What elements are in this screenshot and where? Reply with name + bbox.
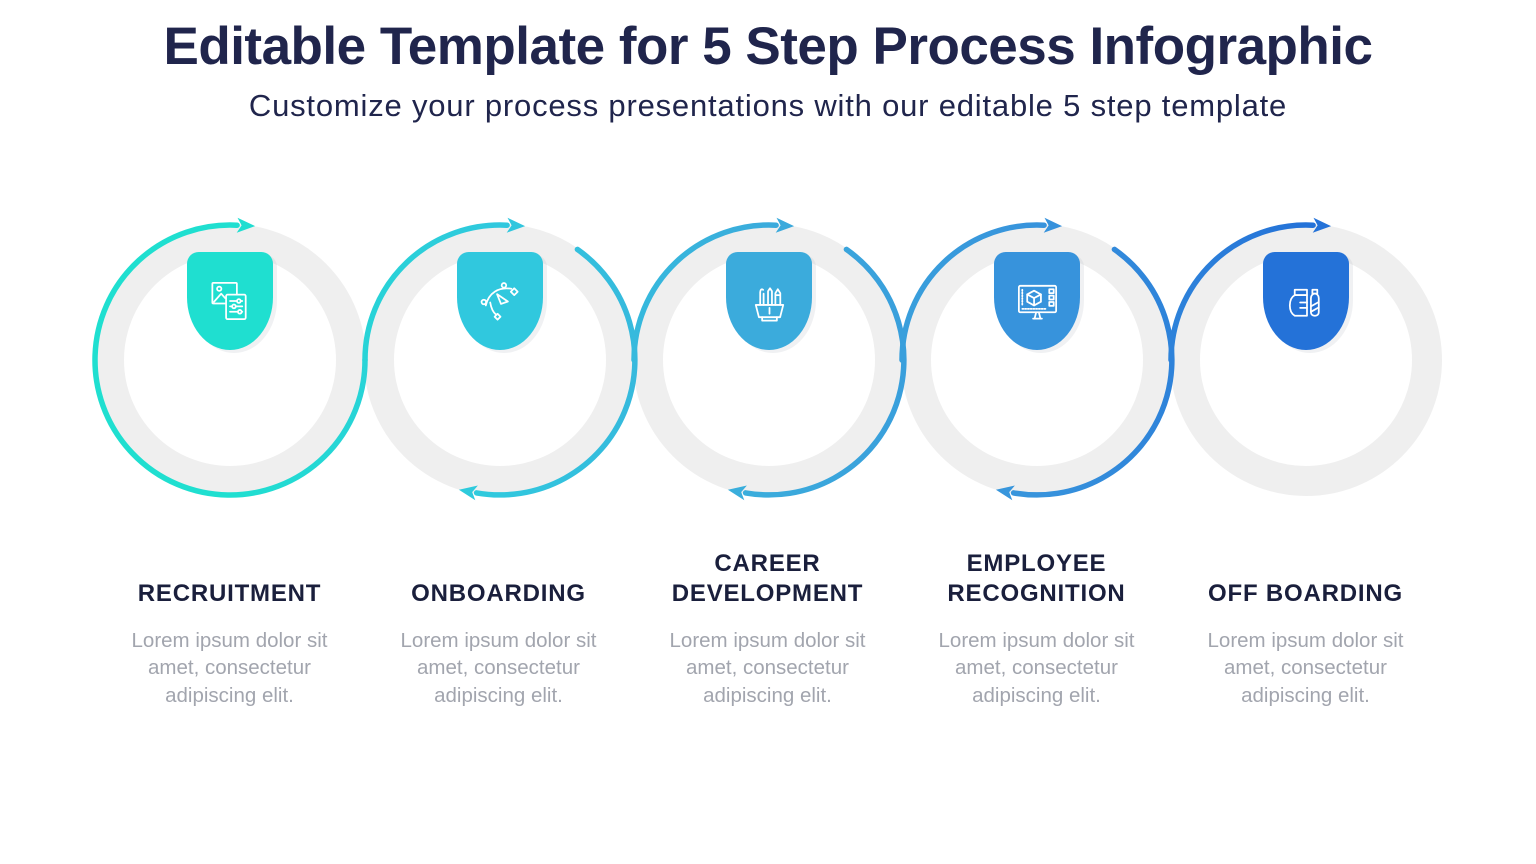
step-badge-2 [457,252,543,350]
step-badge-4 [994,252,1080,350]
step-label: CAREER DEVELOPMENT [671,549,864,608]
step-label: RECRUITMENT [137,580,322,608]
image-settings-icon [210,281,247,320]
monitor-3d-cube-icon [1017,284,1057,320]
page-subtitle: Customize your process presentations wit… [248,88,1288,123]
step-description: Lorem ipsum dolor sit amet, consectetur … [938,629,1135,707]
step-ring-1 [94,224,366,496]
flow-arc-step2-right [473,246,638,498]
pen-holder-icon [754,286,784,322]
step-description: Lorem ipsum dolor sit amet, consectetur … [669,629,866,707]
flow-arc-step3-right [742,246,907,498]
step-column-5: OFF BOARDING Lorem ipsum dolor sit amet,… [1171,550,1440,709]
step-column-3: CAREER DEVELOPMENT Lorem ipsum dolor sit… [633,550,902,709]
arrow-icon-step4-bottom [995,485,1015,501]
flow-arrowheads [236,217,1332,501]
step-ring-3 [633,224,905,496]
step-label: EMPLOYEE RECOGNITION [947,549,1126,608]
step-badge-3 [726,252,812,350]
step-label: OFF BOARDING [1208,580,1403,608]
arrow-icon-step3-top [775,217,795,233]
step-badge-1 [187,252,273,350]
step-ring-2 [364,224,636,496]
arrow-icon-step2-top [506,217,526,233]
step-description: Lorem ipsum dolor sit amet, consectetur … [400,629,597,707]
step-column-1: RECRUITMENT Lorem ipsum dolor sit amet, … [95,550,364,709]
page-title: Editable Template for 5 Step Process Inf… [163,17,1373,76]
step-column-2: ONBOARDING Lorem ipsum dolor sit amet, c… [364,550,633,709]
arrow-icon-step2-bottom [458,485,478,501]
flow-arcs [92,222,1316,498]
step-rings [94,224,1442,496]
product-packaging-icon [1288,288,1320,317]
step-ring-5 [1170,224,1442,496]
step-column-4: EMPLOYEE RECOGNITION Lorem ipsum dolor s… [902,550,1171,709]
flow-arc-step4-left [899,222,1047,363]
bezier-curve-icon [480,281,519,321]
step-description: Lorem ipsum dolor sit amet, consectetur … [1207,629,1404,707]
arrow-icon-step5-top [1312,217,1332,233]
step-badge-5 [1263,252,1349,350]
arrow-icon-step4-top [1043,217,1063,233]
flow-arc-step2-left [362,222,510,363]
step-description: Lorem ipsum dolor sit amet, consectetur … [131,629,328,707]
flow-arc-step5-left [1168,222,1316,363]
step-text-columns: RECRUITMENT Lorem ipsum dolor sit amet, … [95,550,1440,709]
step-label: ONBOARDING [411,580,586,608]
flow-arc-step4-right [1010,246,1175,498]
arrow-icon-step1-top [236,217,256,233]
arrow-icon-step3-bottom [727,485,747,501]
flow-arc-step3-left [631,222,779,363]
step-ring-4 [901,224,1173,496]
flow-arc-step1 [92,222,368,498]
